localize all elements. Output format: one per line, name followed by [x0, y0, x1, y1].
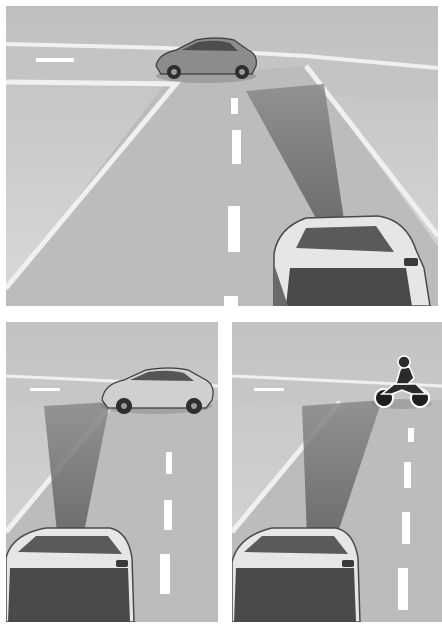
- lane-marking: [404, 462, 411, 488]
- lane-marking: [232, 130, 241, 164]
- lane-marking: [398, 568, 408, 610]
- lane-marking: [166, 452, 172, 474]
- lane-marking: [231, 98, 238, 114]
- bottom-right-scene-panel: [232, 322, 442, 622]
- lane-marking: [408, 428, 414, 442]
- bottom-left-scene-panel: [6, 322, 218, 622]
- lane-marking: [30, 388, 60, 391]
- lane-marking: [160, 554, 170, 594]
- lane-marking: [164, 500, 172, 530]
- own-vehicle: [6, 528, 134, 622]
- lane-marking: [224, 296, 238, 306]
- top-scene-illustration: [6, 6, 438, 306]
- lane-marking: [402, 512, 410, 544]
- lane-marking: [254, 388, 284, 391]
- lane-marking: [36, 58, 74, 62]
- bottom-right-scene-illustration: [232, 322, 442, 622]
- own-vehicle: [232, 528, 360, 622]
- top-scene-panel: [6, 6, 438, 306]
- lane-marking: [228, 206, 240, 252]
- bottom-left-scene-illustration: [6, 322, 218, 622]
